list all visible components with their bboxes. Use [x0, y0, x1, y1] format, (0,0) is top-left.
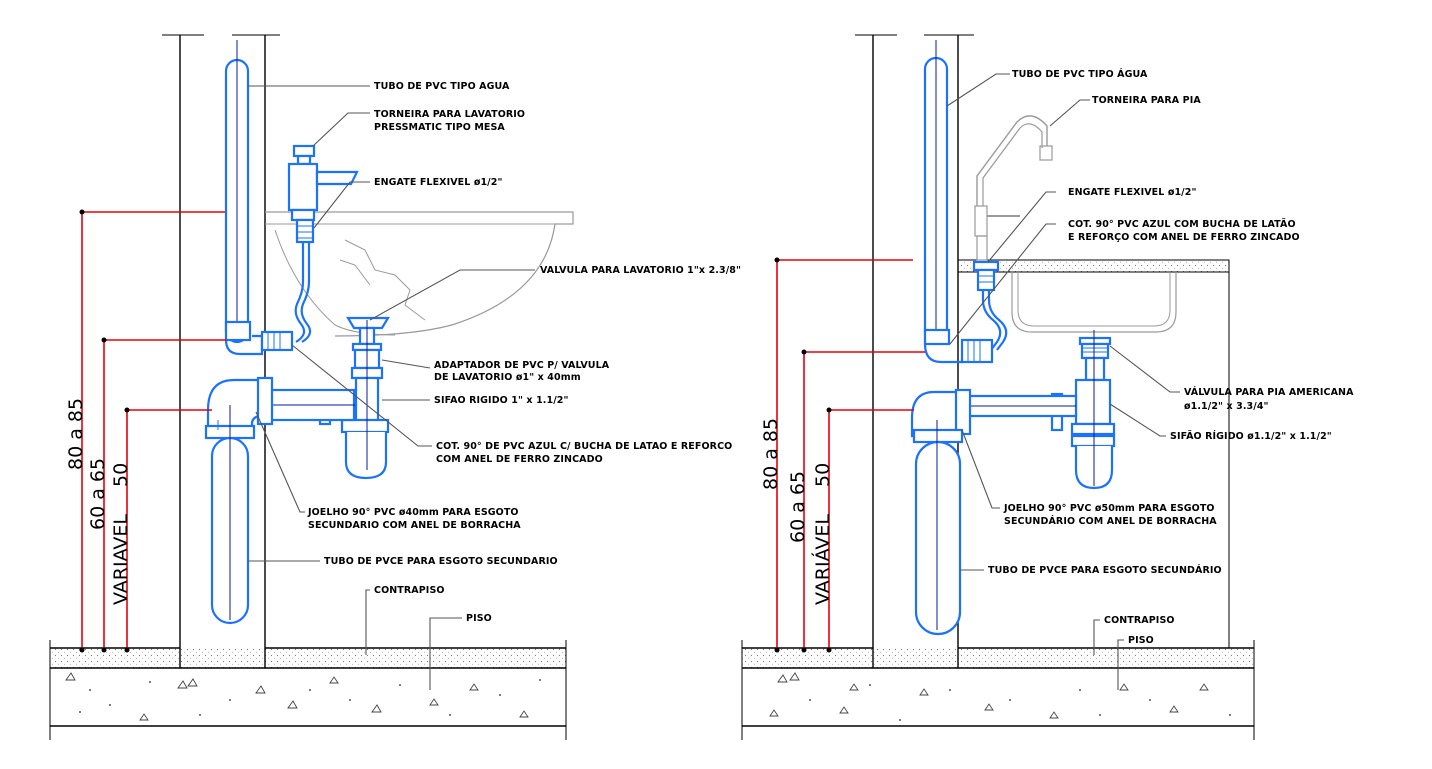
- leader-lines: [946, 73, 1180, 690]
- label-torneira-1: TORNEIRA PARA LAVATORIO: [374, 109, 525, 120]
- faucet-icon: [972, 115, 1053, 351]
- label-valvula: VALVULA PARA LAVATORIO 1"x 2.3/8": [540, 265, 741, 276]
- label-cotovelo-1: COT. 90° PVC AZUL COM BUCHA DE LATÃO: [1068, 219, 1296, 230]
- label-cotovelo-2: COM ANEL DE FERRO ZINCADO: [436, 454, 603, 465]
- leader-lines: [248, 85, 535, 690]
- dim-80-85: 80 a 85: [65, 398, 87, 470]
- floor-slab: [741, 640, 1255, 740]
- wall: [162, 34, 280, 668]
- dim-50: 50: [110, 463, 132, 487]
- label-cotovelo-2: E REFORÇO COM ANEL DE FERRO ZINCADO: [1068, 232, 1300, 243]
- label-sifao: SIFAO RIGIDO 1" x 1.1/2": [434, 395, 569, 406]
- labels-kitchen: TUBO DE PVC TIPO ÁGUA TORNEIRA PARA PIA …: [988, 68, 1354, 646]
- waste-pipe: [204, 376, 274, 625]
- diagram-kitchen-sink: 80 a 85 60 a 65 50 VARIÁVEL TUBO DE PVC …: [741, 34, 1354, 740]
- dimension-lines: [79, 209, 226, 653]
- label-tubo-agua: TUBO DE PVC TIPO AGUA: [374, 81, 510, 92]
- label-joelho-1: JOELHO 90° PVC ø40mm PARA ESGOTO: [307, 507, 519, 518]
- label-adaptador-2: DE LAVATORIO ø1" x 40mm: [434, 372, 581, 383]
- label-torneira: TORNEIRA PARA PIA: [1092, 95, 1201, 106]
- label-torneira-2: PRESSMATIC TIPO MESA: [374, 122, 505, 133]
- label-piso: PISO: [466, 613, 492, 624]
- label-valvula-1: VÁLVULA PARA PIA AMERICANA: [1184, 386, 1354, 398]
- drain-siphon: [958, 330, 1116, 490]
- drain-siphon: [268, 316, 390, 480]
- label-joelho-1: JOELHO 90° PVC ø50mm PARA ESGOTO: [1003, 503, 1215, 514]
- label-joelho-2: SECUNDÁRIO COM ANEL DE BORRACHA: [1004, 515, 1217, 527]
- label-piso: PISO: [1128, 635, 1154, 646]
- dimension-lines: [774, 257, 925, 653]
- labels-lavatory: TUBO DE PVC TIPO AGUA TORNEIRA PARA LAVA…: [307, 81, 741, 624]
- label-contrapiso: CONTRAPISO: [1104, 615, 1175, 626]
- dim-variavel: VARIAVEL: [110, 514, 132, 605]
- label-tubo-esgoto: TUBO DE PVCE PARA ESGOTO SECUNDARIO: [324, 556, 558, 567]
- dim-80-85: 80 a 85: [760, 418, 782, 490]
- label-joelho-2: SECUNDARIO COM ANEL DE BORRACHA: [308, 520, 521, 531]
- sink-cabinet: [957, 259, 1230, 648]
- label-engate: ENGATE FLEXIVEL ø1/2": [1068, 187, 1197, 198]
- label-sifao: SIFÃO RÍGIDO ø1.1/2" x 1.1/2": [1170, 430, 1332, 442]
- waste-pipe: [910, 388, 972, 636]
- label-valvula-2: ø1.1/2" x 3.3/4": [1184, 401, 1269, 412]
- dim-50: 50: [812, 463, 834, 487]
- water-supply-pipe: [224, 40, 294, 356]
- diagram-lavatory: 80 a 85 60 a 65 50 VARIAVEL TUBO DE PVC …: [49, 34, 741, 740]
- dim-variavel: VARIÁVEL: [811, 514, 834, 605]
- label-engate: ENGATE FLEXIVEL ø1/2": [374, 177, 503, 188]
- label-tubo-esgoto: TUBO DE PVCE PARA ESGOTO SECUNDÁRIO: [988, 564, 1222, 576]
- dim-60-65: 60 a 65: [87, 458, 109, 530]
- faucet-icon: [287, 144, 359, 343]
- floor-slab: [49, 640, 567, 740]
- label-cotovelo-1: COT. 90° DE PVC AZUL C/ BUCHA DE LATAO E…: [436, 441, 732, 452]
- label-contrapiso: CONTRAPISO: [374, 585, 445, 596]
- dim-60-65: 60 a 65: [787, 471, 809, 543]
- label-adaptador-1: ADAPTADOR DE PVC P/ VALVULA: [434, 360, 610, 371]
- water-supply-pipe: [923, 40, 994, 364]
- label-tubo-agua: TUBO DE PVC TIPO ÁGUA: [1012, 68, 1148, 80]
